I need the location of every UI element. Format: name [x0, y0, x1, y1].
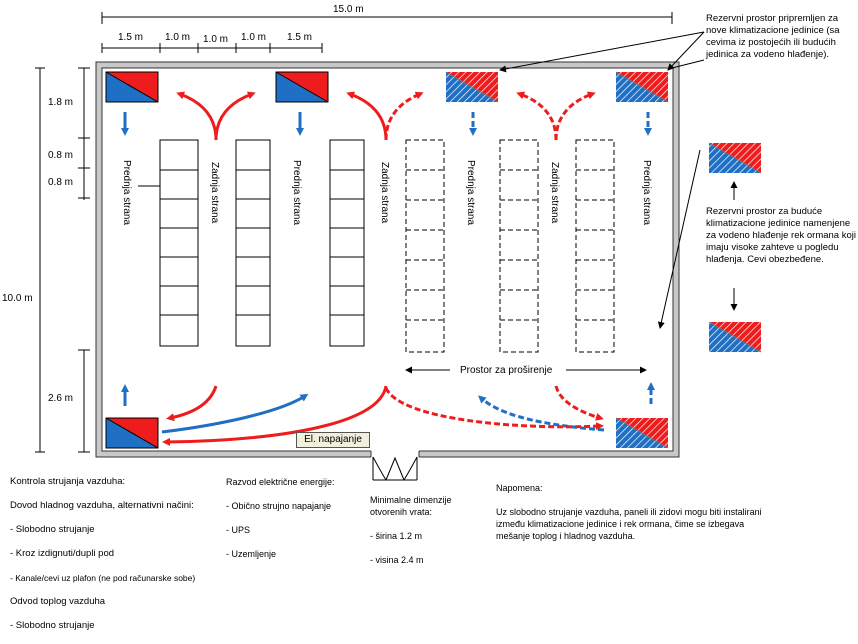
total-width-label: 15.0 m [333, 4, 364, 15]
left-segment-4: 2.6 m [48, 393, 73, 404]
reserved-unit-top-right [615, 71, 669, 103]
left-segment-2: 0.8 m [48, 150, 73, 161]
power-item-2: - UPS [226, 525, 251, 535]
airflow-notes: Kontrola strujanja vazduha: Dovod hladno… [10, 464, 235, 644]
hot-airflow-arrows [162, 91, 604, 446]
back-label-3: Zadnja strana [549, 162, 560, 224]
top-segment-2: 1.0 m [165, 32, 190, 43]
top-segment-1: 1.5 m [118, 32, 143, 43]
cold-supply-title: Dovod hladnog vazduha, alternativni nači… [10, 500, 194, 511]
top-segment-3: 1.0 m [203, 34, 228, 45]
hot-item-1: - Slobodno strujanje [10, 620, 95, 631]
callout-leaders [499, 31, 738, 329]
airflow-title: Kontrola strujanja vazduha: [10, 476, 126, 487]
rack-row-1 [159, 139, 199, 347]
future-rack-row-2 [499, 139, 539, 353]
reserved-unit-top-center [445, 71, 499, 103]
remark-text: Uz slobodno strujanje vazduha, paneli il… [496, 507, 762, 541]
reserved-side-callout: Rezervni prostor za buduće klimatizacion… [706, 206, 856, 265]
legend-reserved-unit-bottom [708, 321, 762, 353]
cooling-unit-top-left [105, 71, 159, 103]
data-center-floor-plan: 15.0 m 1.5 m 1.0 m 1.0 m 1.0 m 1.5 m 10.… [2, 4, 762, 481]
cold-item-2: - Kroz izdignuti/dupli pod [10, 548, 115, 559]
hot-return-title: Odvod toplog vazduha [10, 596, 106, 607]
back-label-2: Zadnja strana [379, 162, 390, 224]
left-segment-3: 0.8 m [48, 177, 73, 188]
legend-reserved-unit-top [708, 142, 762, 174]
door-title: Minimalne dimenzije otvorenih vrata: [370, 495, 452, 517]
top-segment-4: 1.0 m [241, 32, 266, 43]
door-item-2: - visina 2.4 m [370, 555, 424, 565]
power-title: Razvod električne energije: [226, 477, 335, 487]
top-segment-5: 1.5 m [287, 32, 312, 43]
power-item-1: - Obično strujno napajanje [226, 501, 332, 511]
door [372, 456, 418, 481]
cold-item-1: - Slobodno strujanje [10, 524, 95, 535]
back-label-1: Zadnja strana [209, 162, 220, 224]
front-label-3: Prednja strana [465, 160, 476, 225]
future-rack-row-3 [575, 139, 615, 353]
expansion-area-label: Prostor za proširenje [460, 365, 553, 376]
rack-row-2 [235, 139, 271, 347]
reserved-unit-bottom-right [615, 417, 669, 449]
front-label-2: Prednja strana [291, 160, 302, 225]
cooling-unit-bottom-left [105, 417, 159, 449]
door-item-1: - širina 1.2 m [370, 531, 423, 541]
cold-airflow-arrows [121, 112, 655, 434]
front-label-1: Prednja strana [121, 160, 132, 225]
cooling-unit-top-center [275, 71, 329, 103]
rack-row-3 [329, 139, 365, 347]
remark-notes: Napomena: Uz slobodno strujanje vazduha,… [496, 470, 776, 554]
door-notes: Minimalne dimenzije otvorenih vrata: - š… [370, 482, 470, 578]
dimension-lines [35, 12, 673, 453]
power-item-3: - Uzemljenje [226, 549, 277, 559]
front-label-4: Prednja strana [641, 160, 652, 225]
left-segment-1: 1.8 m [48, 97, 73, 108]
future-rack-row-1 [405, 139, 445, 353]
power-notes: Razvod električne energije: - Obično str… [226, 464, 366, 572]
remark-title: Napomena: [496, 483, 543, 493]
cold-item-3: - Kanale/cevi uz plafon (ne pod računars… [10, 573, 196, 583]
total-height-label: 10.0 m [2, 293, 33, 304]
reserved-top-callout: Rezervni prostor pripremljen za nove kli… [706, 13, 840, 60]
power-supply-label: El. napajanje [296, 432, 370, 448]
